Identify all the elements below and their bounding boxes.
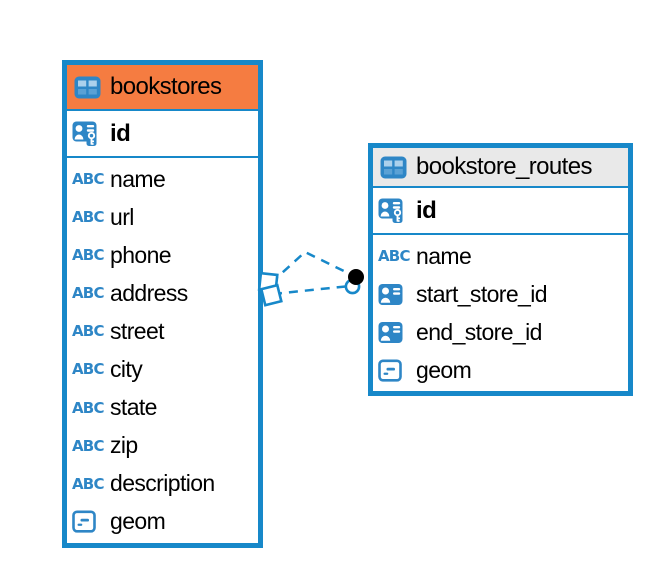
field-name: street [110,317,165,344]
text-type-icon: ABC [72,474,104,493]
text-type-icon: ABC [72,360,104,379]
text-type-icon: ABC [72,398,104,417]
primary-key-icon [378,197,406,224]
table-icon [380,156,407,179]
primary-key-icon [72,120,100,147]
field-name: url [110,203,134,230]
geometry-type-icon [378,358,406,382]
table-bookstores-header[interactable]: bookstores [67,65,258,111]
field-row-description[interactable]: ABC description [67,465,258,503]
field-row-phone[interactable]: ABC phone [67,236,258,274]
field-name: phone [110,241,172,268]
field-row-end-store-id[interactable]: end_store_id [373,313,628,351]
fields-section: ABC name ABC url ABC phone ABC address A… [67,158,258,543]
relationship-line-upper[interactable] [270,250,353,284]
relationship-circle-filled-endpoint[interactable] [348,269,364,285]
table-name: bookstore_routes [416,153,592,180]
field-row-address[interactable]: ABC address [67,274,258,312]
field-row-geom[interactable]: geom [373,351,628,389]
field-row-name[interactable]: ABC name [373,237,628,275]
primary-key-row[interactable]: id [67,111,258,158]
primary-key-name: id [416,196,437,224]
field-row-geom[interactable]: geom [67,503,258,541]
foreign-key-icon [378,283,406,306]
field-row-url[interactable]: ABC url [67,198,258,236]
field-row-start-store-id[interactable]: start_store_id [373,275,628,313]
text-type-icon: ABC [72,246,104,265]
field-name: city [110,355,143,382]
fields-section: ABC name start_store_id [373,235,628,391]
table-bookstore-routes[interactable]: bookstore_routes id [368,143,633,396]
table-bookstore-routes-header[interactable]: bookstore_routes [373,148,628,188]
foreign-key-icon [378,321,406,344]
field-name: state [110,394,157,421]
primary-key-row[interactable]: id [373,188,628,235]
field-row-name[interactable]: ABC name [67,160,258,198]
field-name: start_store_id [416,280,548,307]
relationship-circle-outline-endpoint[interactable] [344,278,361,295]
field-name: end_store_id [416,318,542,345]
field-name: description [110,470,215,497]
field-row-state[interactable]: ABC state [67,389,258,427]
text-type-icon: ABC [378,247,410,265]
field-name: geom [416,356,472,383]
field-row-zip[interactable]: ABC zip [67,427,258,465]
table-name: bookstores [110,73,222,100]
relationship-square-endpoint[interactable] [259,283,283,307]
relationship-line-lower[interactable] [272,284,351,296]
text-type-icon: ABC [72,208,104,227]
geometry-type-icon [72,510,100,533]
text-type-icon: ABC [72,322,104,341]
text-type-icon: ABC [72,436,104,455]
field-name: address [110,279,188,306]
field-row-city[interactable]: ABC city [67,350,258,388]
field-name: geom [110,508,166,535]
field-name: name [416,242,472,269]
field-row-street[interactable]: ABC street [67,312,258,350]
field-name: zip [110,432,138,459]
text-type-icon: ABC [72,170,104,189]
table-icon [74,76,101,99]
primary-key-name: id [110,119,131,147]
text-type-icon: ABC [72,284,104,303]
field-name: name [110,165,166,192]
table-bookstores[interactable]: bookstores id A [62,60,263,548]
